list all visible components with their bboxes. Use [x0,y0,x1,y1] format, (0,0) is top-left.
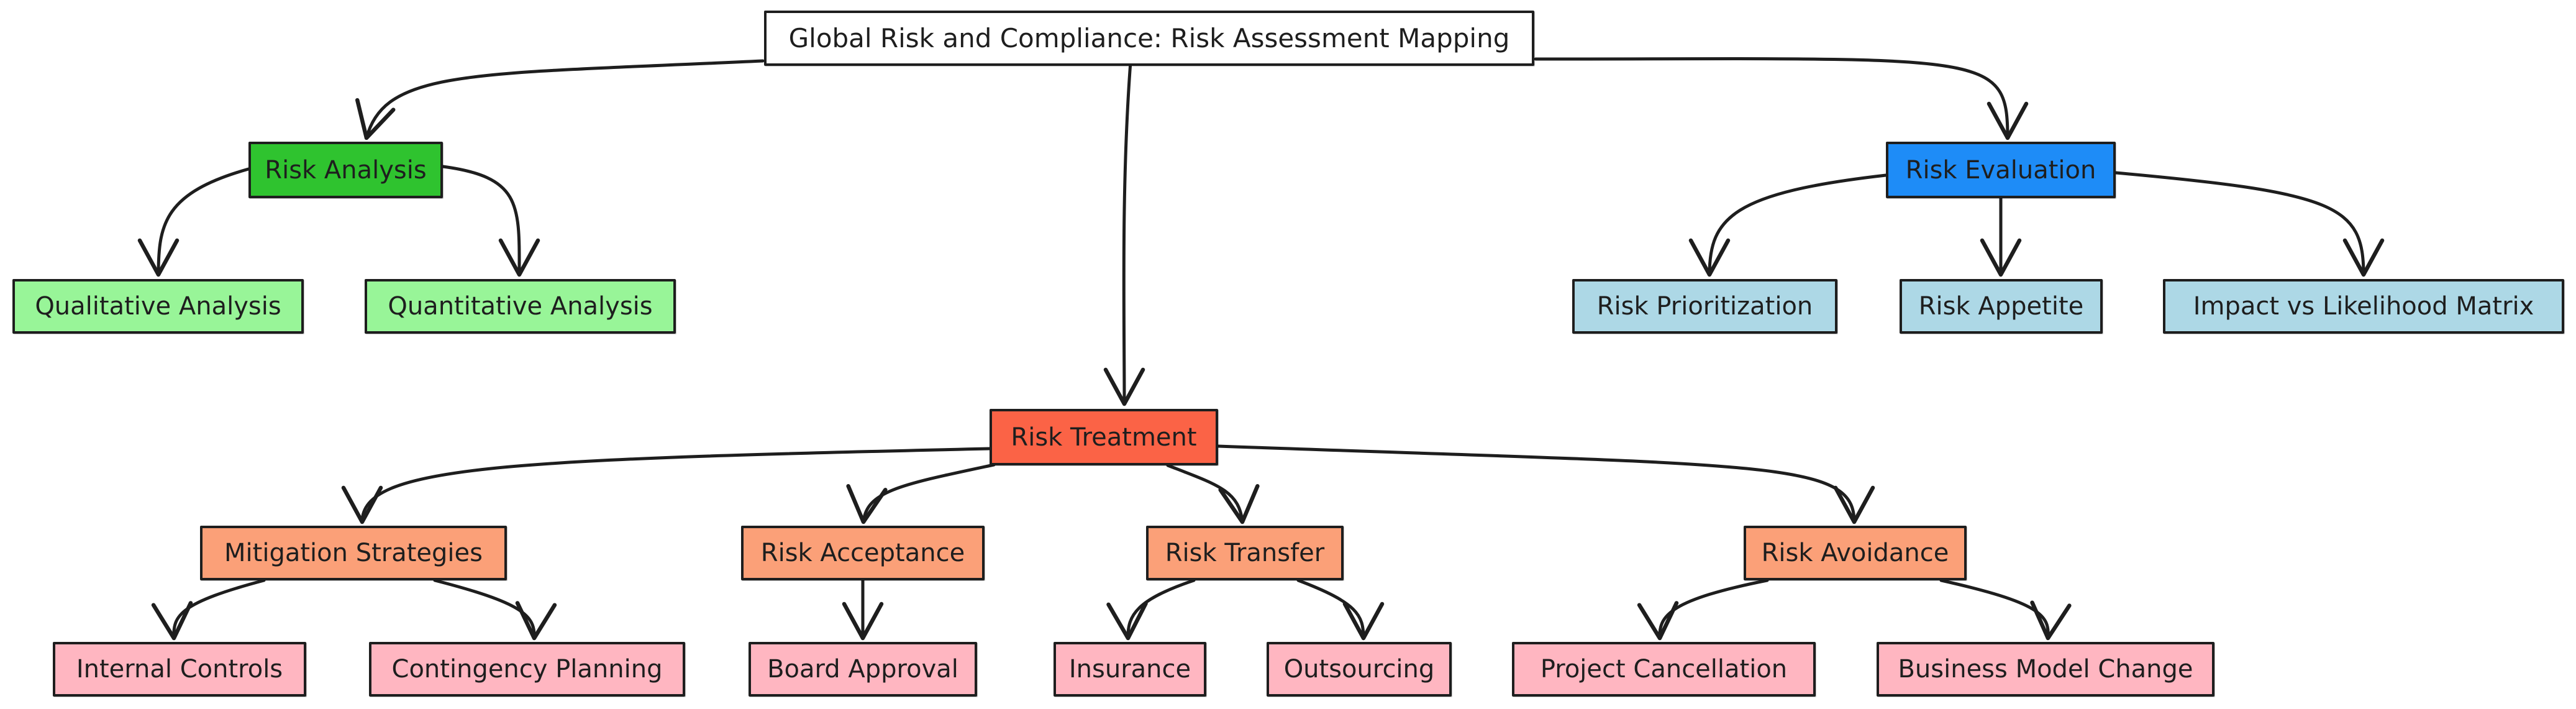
node-risk-appetite-label: Risk Appetite [1918,292,2084,321]
edge-mitigation-to-internal-controls [151,579,266,641]
node-risk-avoidance-label: Risk Avoidance [1761,539,1949,567]
node-risk-analysis-label: Risk Analysis [265,155,427,185]
node-project-cancellation: Project Cancellation [1512,642,1816,697]
edge-transfer-to-outsourcing [1296,579,1385,641]
node-outsourcing-label: Outsourcing [1283,655,1435,684]
node-risk-treatment: Risk Treatment [990,409,1218,465]
edge-transfer-to-insurance [1106,579,1196,641]
node-risk-transfer: Risk Transfer [1146,526,1344,580]
node-qualitative-analysis: Qualitative Analysis [12,279,304,334]
node-risk-treatment-label: Risk Treatment [1011,423,1197,452]
node-risk-appetite: Risk Appetite [1900,279,2103,334]
edge-analysis-to-quantitative [441,165,540,277]
edge-title-to-risk-evaluation [1534,57,2029,140]
edge-title-to-risk-analysis [355,59,765,140]
node-business-model-change-label: Business Model Change [1898,655,2193,684]
node-board-approval-label: Board Approval [767,655,958,684]
edge-evaluation-to-matrix [2114,171,2385,277]
node-insurance-label: Insurance [1068,655,1191,684]
node-risk-evaluation: Risk Evaluation [1886,142,2116,198]
edge-mitigation-to-contingency [433,579,557,641]
node-business-model-change: Business Model Change [1877,642,2214,697]
node-qualitative-analysis-label: Qualitative Analysis [35,292,281,321]
edge-treatment-to-acceptance [846,463,996,524]
edge-avoidance-to-business-model [1939,579,2072,641]
node-insurance: Insurance [1054,642,1206,697]
edge-evaluation-to-prioritization [1688,173,1888,277]
node-impact-likelihood-matrix-label: Impact vs Likelihood Matrix [2193,292,2534,321]
node-risk-avoidance: Risk Avoidance [1744,526,1967,580]
diagram-title-label: Global Risk and Compliance: Risk Assessm… [788,23,1510,53]
edge-treatment-to-mitigation [341,447,991,524]
node-mitigation-strategies: Mitigation Strategies [200,526,507,580]
diagram-title-node: Global Risk and Compliance: Risk Assessm… [764,11,1534,66]
node-risk-prioritization-label: Risk Prioritization [1596,292,1813,321]
node-board-approval: Board Approval [749,642,977,697]
node-outsourcing: Outsourcing [1267,642,1452,697]
node-risk-analysis: Risk Analysis [248,142,443,198]
node-quantitative-analysis-label: Quantitative Analysis [388,292,653,321]
node-internal-controls: Internal Controls [53,642,306,697]
node-risk-acceptance-label: Risk Acceptance [760,539,965,567]
node-contingency-planning-label: Contingency Planning [391,655,663,684]
node-quantitative-analysis: Quantitative Analysis [365,279,676,334]
node-impact-likelihood-matrix: Impact vs Likelihood Matrix [2163,279,2564,334]
edge-avoidance-to-project-cancellation [1637,579,1769,641]
edge-title-to-risk-treatment [1103,60,1145,406]
node-mitigation-strategies-label: Mitigation Strategies [224,539,483,567]
edge-treatment-to-transfer [1166,464,1260,524]
node-risk-evaluation-label: Risk Evaluation [1905,155,2096,185]
node-internal-controls-label: Internal Controls [76,655,283,684]
edge-treatment-to-avoidance [1216,444,1875,524]
node-risk-acceptance: Risk Acceptance [741,526,985,580]
node-contingency-planning: Contingency Planning [369,642,685,697]
node-project-cancellation-label: Project Cancellation [1540,655,1788,684]
node-risk-prioritization: Risk Prioritization [1572,279,1837,334]
edge-analysis-to-qualitative [137,167,250,277]
node-risk-transfer-label: Risk Transfer [1165,539,1325,567]
